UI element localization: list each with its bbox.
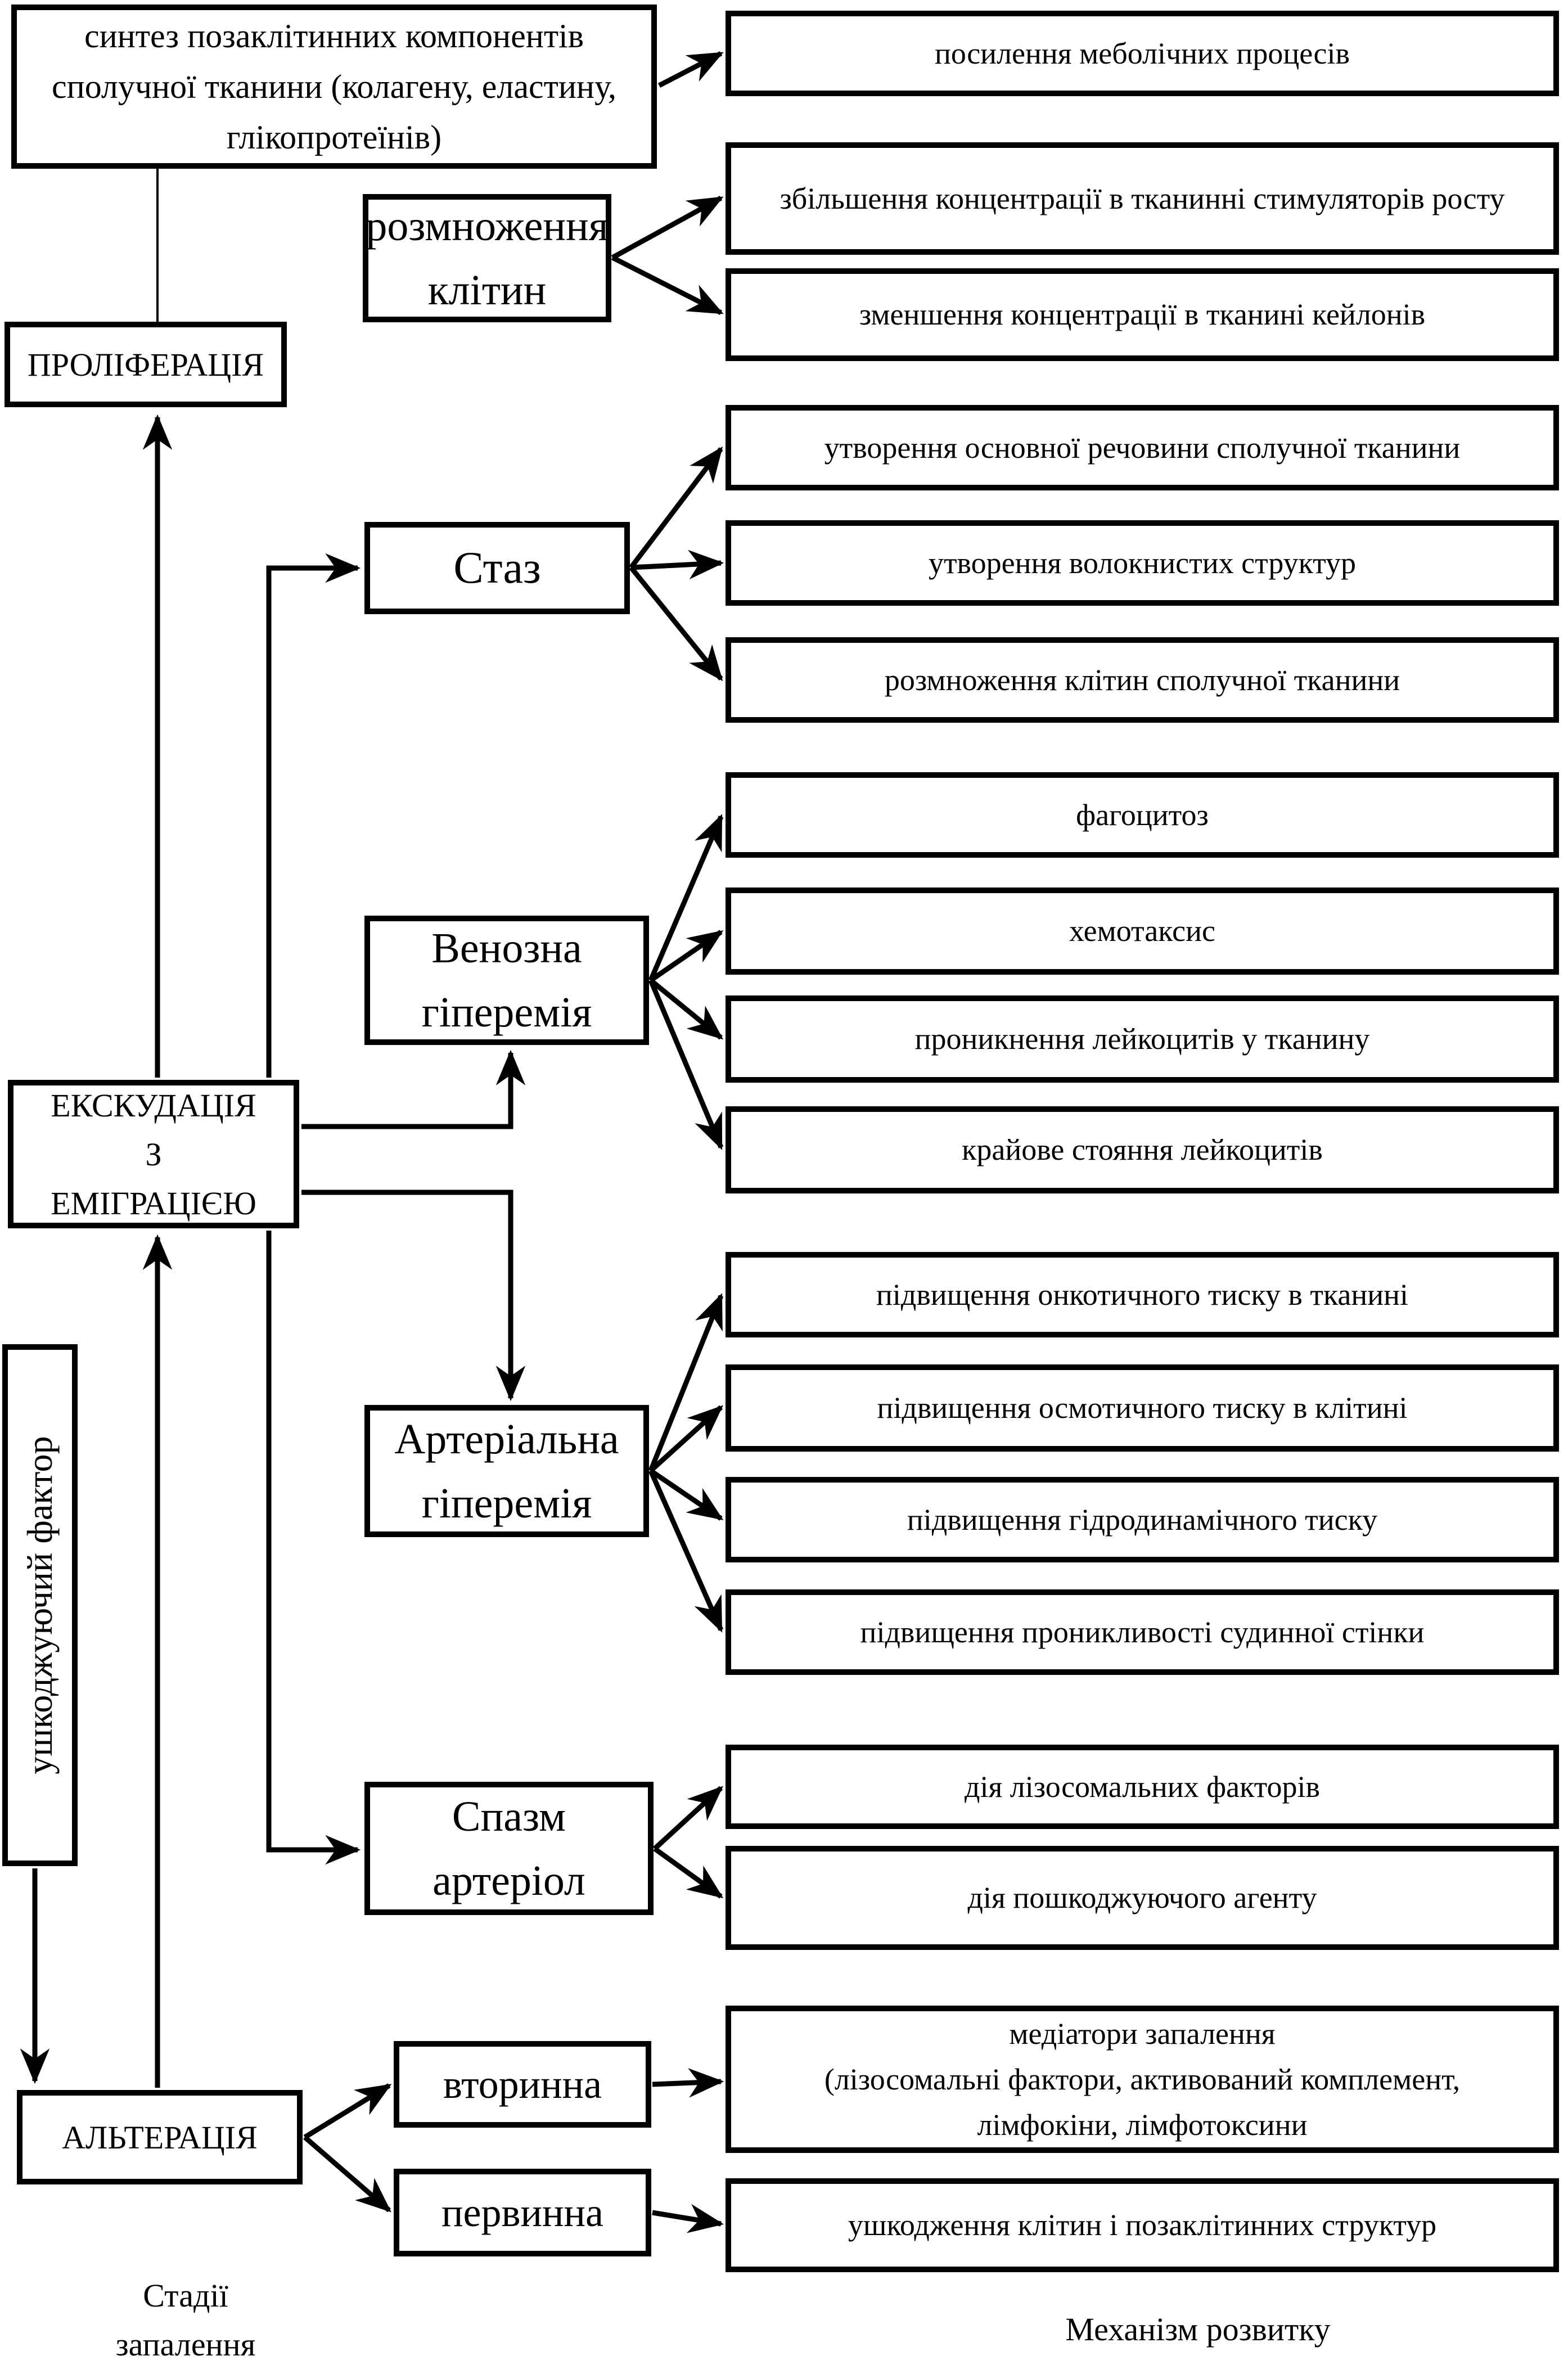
box-mechanism-fibrous-structures-formation-label: утворення волокнистих структур [928,546,1357,580]
box-cell-reproduction-label: розмноження клітин [366,202,609,314]
box-mechanism-metabolic-intensification: посилення меболічних процесів [726,11,1559,96]
box-primary-alteration: первинна [394,2169,651,2256]
box-mechanism-growth-stimulators-increase-label: збільшення концентрації в тканинні стиму… [780,181,1505,215]
connector-spasm-to-lysosomal [652,1786,723,1851]
box-mechanism-hydrodynamic-pressure-increase-label: підвищення гідродинамічного тиску [907,1502,1378,1537]
box-mechanism-lysosomal-factors-action: дія лізосомальних факторів [726,1745,1559,1829]
box-mechanism-fibrous-structures-formation: утворення волокнистих структур [726,520,1559,606]
box-mechanism-chemotaxis: хемотаксис [726,888,1559,975]
box-mechanism-oncotic-pressure-increase: підвищення онкотичного тиску в тканині [726,1252,1559,1337]
connector-stasis-to-ground-substance [629,446,723,569]
box-arteriole-spasm-label: Спазм артеріол [432,1792,585,1904]
box-exudation-emigration-label: ЕКСКУДАЦІЯ З ЕМІГРАЦІЄЮ [51,1087,256,1222]
box-mechanism-vessel-wall-permeability-increase-label: підвищення проникливості судинної стінки [860,1615,1425,1649]
box-cell-reproduction: розмноження клітин [363,194,611,322]
box-mechanism-connective-cells-reproduction: розмноження клітин сполучної тканини [726,637,1559,723]
box-mechanism-vessel-wall-permeability-increase: підвищення проникливості судинної стінки [726,1589,1559,1675]
box-arterial-hyperemia-label: Артеріальна гіперемія [394,1415,619,1527]
connector-venous-to-phagocytosis [648,814,724,981]
box-proliferation-label: ПРОЛІФЕРАЦІЯ [27,346,264,383]
box-damaging-factor: ушкоджуючий фактор [2,1344,78,1866]
box-damaging-factor-label: ушкоджуючий фактор [20,1436,60,1774]
box-venous-hyperemia-label: Венозна гіперемія [421,925,592,1036]
box-venous-hyperemia: Венозна гіперемія [364,916,649,1045]
box-mechanism-inflammation-mediators: медіатори запалення (лізосомальні фактор… [726,2006,1559,2153]
box-mechanism-inflammation-mediators-label: медіатори запалення (лізосомальні фактор… [824,2016,1461,2142]
box-mechanism-phagocytosis: фагоцитоз [726,772,1559,858]
box-mechanism-leukocyte-penetration-label: проникнення лейкоцитів у тканину [914,1022,1370,1056]
box-mechanism-osmotic-pressure-increase-label: підвищення осмотичного тиску в клітині [877,1391,1408,1425]
connector-stasis-to-fibrous [630,549,724,580]
connector-alteration-to-primary [303,2135,391,2213]
box-mechanism-cell-damage-label: ушкодження клітин і позаклітинних структ… [848,2208,1437,2242]
box-extracellular-synthesis: синтез позаклітинних компонентів сполучн… [11,4,657,169]
box-secondary-alteration-label: вторинна [443,2062,602,2107]
box-mechanism-osmotic-pressure-increase: підвищення осмотичного тиску в клітині [726,1364,1559,1452]
connector-primary-to-damage [652,2204,724,2233]
box-mechanism-keylons-decrease: зменшення концентрації в тканині кейлоні… [726,268,1559,361]
box-mechanism-metabolic-intensification-label: посилення меболічних процесів [934,36,1350,70]
box-arterial-hyperemia: Артеріальна гіперемія [364,1405,649,1537]
box-mechanism-ground-substance-formation-label: утворення основної речовини сполучної тк… [824,430,1461,465]
connector-arterial-to-hydrodynamic [649,1468,724,1521]
box-secondary-alteration: вторинна [394,2041,651,2128]
box-mechanism-leukocyte-margination: крайове стояння лейкоцитів [726,1106,1559,1193]
box-mechanism-oncotic-pressure-increase-label: підвищення онкотичного тиску в тканині [876,1277,1409,1312]
box-mechanism-growth-stimulators-increase: збільшення концентрації в тканинні стиму… [726,142,1559,255]
connector-venous-to-penetration [649,978,724,1040]
stages-column-label: Стадії запалення [115,2277,256,2363]
connector-venous-to-chemotaxis [649,930,724,983]
box-alteration-label: АЛЬТЕРАЦІЯ [62,2119,258,2156]
box-mechanism-ground-substance-formation: утворення основної речовини сполучної тк… [726,405,1559,490]
connector-spasm-to-agent [653,1846,724,1899]
box-mechanism-hydrodynamic-pressure-increase: підвищення гідродинамічного тиску [726,1477,1559,1562]
connector-venous-to-margination [648,979,724,1150]
mechanisms-column-label: Механізм розвитку [1065,2311,1331,2348]
connector-synthesis-to-metabolic [657,51,724,88]
box-mechanism-phagocytosis-label: фагоцитоз [1076,798,1209,832]
box-extracellular-synthesis-label: синтез позаклітинних компонентів сполучн… [51,17,617,156]
box-mechanism-lysosomal-factors-action-label: дія лізосомальних факторів [964,1769,1321,1804]
connector-exudation-to-spasm [266,1231,361,1865]
connector-reproduction-to-keylons [611,255,724,316]
box-mechanism-chemotaxis-label: хемотаксис [1069,914,1216,948]
connector-alteration-to-secondary [303,2083,392,2139]
box-mechanism-keylons-decrease-label: зменшення концентрації в тканині кейлоні… [859,298,1426,331]
box-stasis-label: Стаз [453,543,541,593]
box-mechanism-connective-cells-reproduction-label: розмноження клітин сполучної тканини [884,663,1400,697]
box-primary-alteration-label: первинна [441,2190,604,2235]
box-arteriole-spasm: Спазм артеріол [364,1782,654,1915]
connector-arterial-to-osmotic [648,1405,723,1473]
box-stasis: Стаз [364,522,630,614]
box-exudation-emigration: ЕКСКУДАЦІЯ З ЕМІГРАЦІЄЮ [8,1080,299,1228]
connector-exudation-to-stasis [266,553,361,1078]
box-proliferation: ПРОЛІФЕРАЦІЯ [4,322,287,407]
box-mechanism-leukocyte-margination-label: крайове стояння лейкоцитів [962,1133,1323,1166]
connector-arterial-to-oncotic [648,1293,724,1472]
box-mechanism-leukocyte-penetration: проникнення лейкоцитів у тканину [726,995,1559,1083]
box-alteration: АЛЬТЕРАЦІЯ [17,2090,303,2184]
connector-secondary-to-mediators [652,2068,724,2098]
box-mechanism-cell-damage: ушкодження клітин і позаклітинних структ… [726,2178,1559,2272]
connector-exudation-to-venous [301,1049,526,1129]
connector-stasis-to-cells [629,566,723,682]
connector-arterial-to-permeability [648,1470,724,1633]
box-mechanism-damaging-agent-action-label: дія пошкоджуючого агенту [967,1881,1317,1914]
connector-exudation-to-arterial [301,1190,526,1402]
box-mechanism-damaging-agent-action: дія пошкоджуючого агенту [726,1846,1559,1950]
connector-reproduction-to-stimulators [611,196,724,260]
